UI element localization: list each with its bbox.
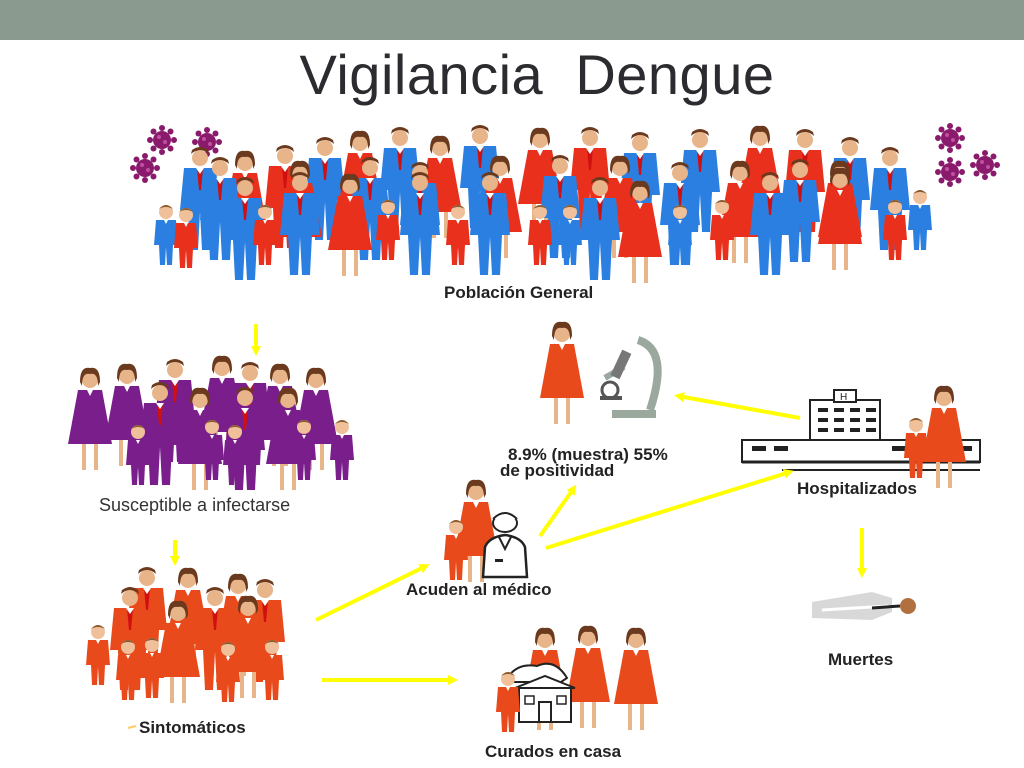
home-recovery-group	[496, 625, 658, 732]
hospitalized-people	[904, 385, 966, 488]
label-sintomaticos: Sintomáticos	[139, 718, 246, 737]
arrow-doctor-to-hospital	[545, 469, 794, 550]
arrow-symptomatic-to-doctor	[315, 564, 430, 622]
symptomatic-crowd	[86, 567, 285, 703]
label-acuden-medico: Acuden al médico	[406, 580, 552, 599]
top-bar	[0, 0, 1024, 40]
arrow-hospital-to-lab	[674, 392, 801, 420]
dash-mark	[127, 725, 137, 729]
doctor-visit-group	[444, 479, 529, 582]
flow-arrows	[170, 324, 867, 685]
arrow-doctor-to-lab	[538, 484, 577, 538]
microscope-icon	[600, 336, 662, 418]
virus-icon-group-right	[935, 123, 1000, 187]
label-muestra-line2: de positividad	[500, 461, 615, 480]
house-icon	[503, 662, 576, 723]
susceptible-crowd	[68, 355, 354, 490]
label-muestra-line1: 8.9% (muestra) 55%	[508, 445, 668, 464]
general-population-crowd	[154, 125, 932, 283]
label-susceptible: Susceptible a infectarse	[99, 495, 291, 515]
label-muertes: Muertes	[828, 650, 894, 669]
doctor-icon	[481, 512, 529, 579]
label-poblacion-general: Población General	[444, 283, 594, 302]
svg-text:H: H	[840, 392, 847, 403]
label-curados-casa: Curados en casa	[485, 742, 622, 761]
label-hospitalizados: Hospitalizados	[797, 479, 917, 498]
deceased-icon	[812, 592, 916, 620]
slide-title: Vigilancia Dengue	[299, 43, 775, 106]
lab-group	[540, 321, 662, 424]
